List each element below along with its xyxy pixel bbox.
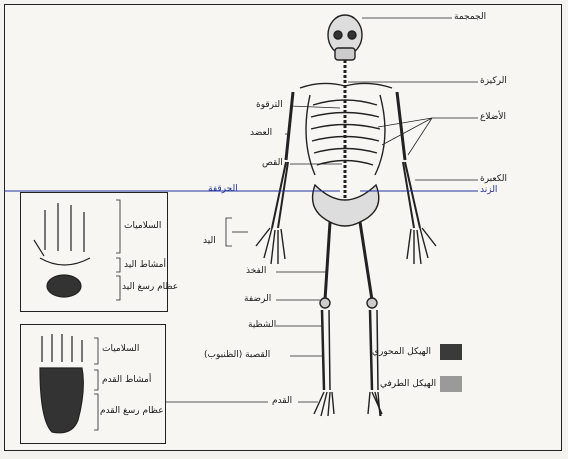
foot-phalanges-label: السلاميات <box>102 345 139 354</box>
legend-appendicular-swatch <box>440 376 462 392</box>
right-foot-shape <box>368 392 382 416</box>
label-spine: الركيزة <box>480 77 507 86</box>
left-foot-shape <box>314 392 334 416</box>
label-tibia: القصبة (الظنبوب) <box>204 351 270 360</box>
label-humerus: العضد <box>250 129 272 138</box>
jaw-shape <box>335 48 355 60</box>
label-radius: الكعبرة <box>480 175 507 184</box>
left-hand-shape <box>256 228 285 264</box>
label-fibula: الشظية <box>248 321 276 330</box>
label-skull: الجمجمة <box>454 13 486 22</box>
left-femur-line <box>325 222 330 300</box>
legend-axial-label: الهيكل المحوري <box>372 348 431 357</box>
right-hand-shape <box>407 228 436 264</box>
label-hand: اليد <box>203 237 216 246</box>
legend-appendicular-label: الهيكل الطرفي <box>380 380 436 389</box>
label-foot: القدم <box>272 397 292 406</box>
label-clavicle: الترقوة <box>256 101 283 110</box>
label-ribs: الأضلاع <box>480 113 506 122</box>
hand-metacarpals-label: أمشاط اليد <box>124 261 166 270</box>
label-femur: الفخذ <box>246 267 266 276</box>
foot-tarsals-label: عظام رسغ القدم <box>100 407 164 416</box>
hand-inset <box>20 192 168 312</box>
label-patella: الرضفة <box>244 295 271 304</box>
label-ulna: الزند <box>480 186 497 195</box>
label-sternum: القص <box>262 159 283 168</box>
hand-carpals-label: عظام رسغ اليد <box>122 283 178 292</box>
legend-axial-swatch <box>440 344 462 360</box>
foot-metatarsals-label: أمشاط القدم <box>102 376 151 385</box>
right-femur-line <box>360 222 372 300</box>
hand-phalanges-label: السلاميات <box>124 222 161 231</box>
label-pelvis: الحرقفة <box>208 185 238 194</box>
